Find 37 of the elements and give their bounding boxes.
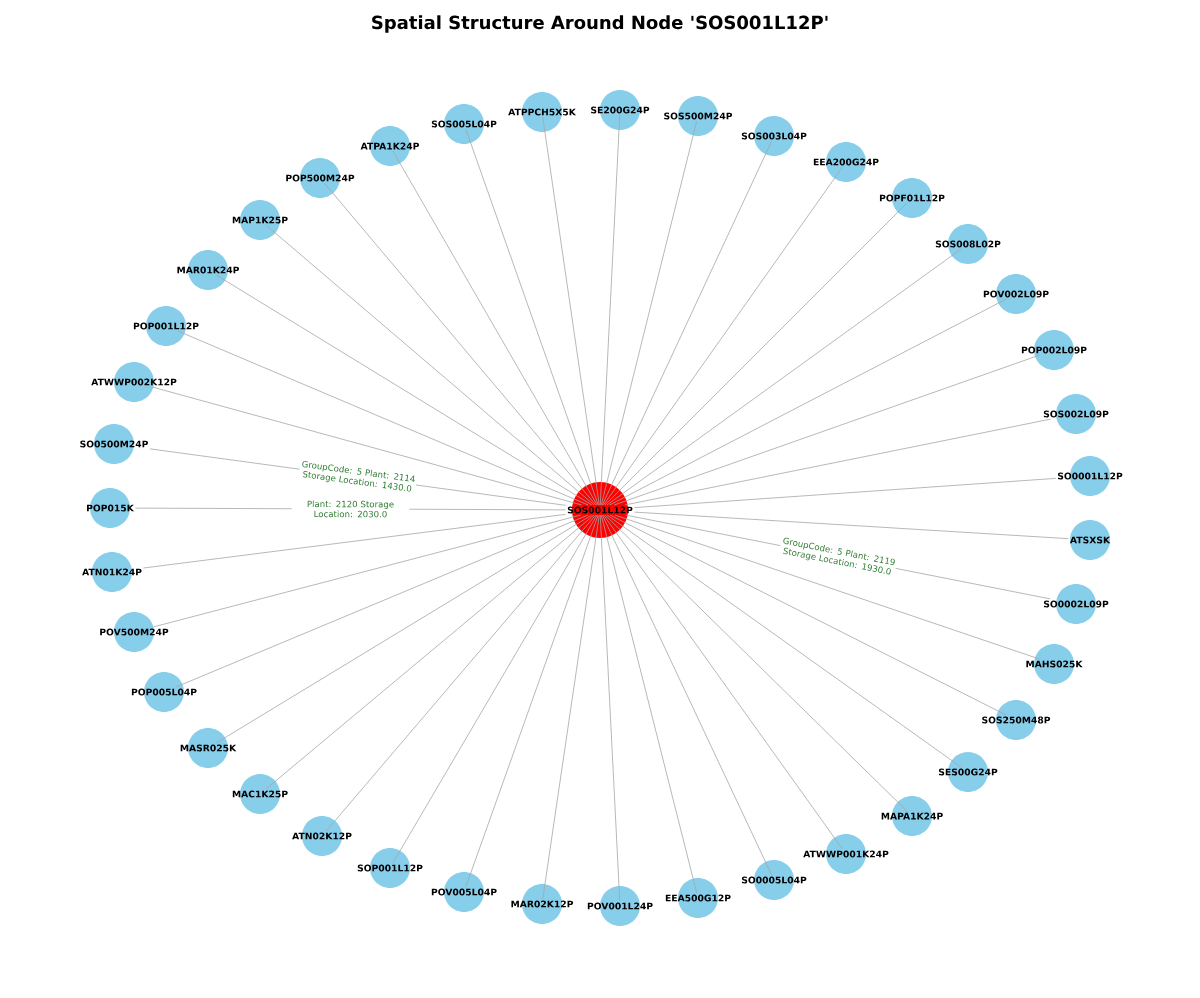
edge-line: [392, 514, 598, 864]
edge-line: [624, 418, 1052, 506]
edge-line: [604, 514, 908, 812]
edge-line: [175, 514, 589, 688]
edge-line: [599, 514, 621, 902]
edge-line: [614, 354, 1040, 506]
edge-line: [265, 224, 595, 506]
edge-line: [152, 386, 582, 506]
edge-line: [600, 514, 698, 894]
edge-line: [143, 513, 566, 569]
edge-line: [603, 166, 843, 506]
edge-line: [465, 128, 599, 506]
edge-line: [604, 202, 908, 506]
edge-line: [602, 514, 772, 876]
edge-line: [215, 274, 593, 506]
edge-line: [634, 478, 1057, 508]
edge-line: [609, 298, 1007, 506]
edge-line: [599, 114, 621, 506]
edge-line: [465, 514, 599, 888]
edge-line: [542, 116, 600, 506]
edge-line: [606, 248, 962, 506]
edge-line: [153, 514, 581, 628]
edge-line: [542, 514, 600, 900]
title: Spatial Structure Around Node 'SOS001L12P': [372, 15, 828, 33]
edge-line: [323, 182, 597, 506]
edge-line: [600, 120, 698, 506]
edge-line: [634, 511, 1069, 540]
edge-line: [614, 514, 1040, 660]
edge-line: [609, 514, 1007, 716]
edge-line: [177, 330, 589, 506]
edge-line: [601, 140, 773, 506]
edge-line: [265, 514, 595, 790]
edge-line: [606, 514, 962, 768]
edge-line: [392, 150, 598, 506]
edge-line: [603, 514, 843, 850]
edge-line: [325, 514, 597, 832]
edge-line: [215, 514, 593, 744]
